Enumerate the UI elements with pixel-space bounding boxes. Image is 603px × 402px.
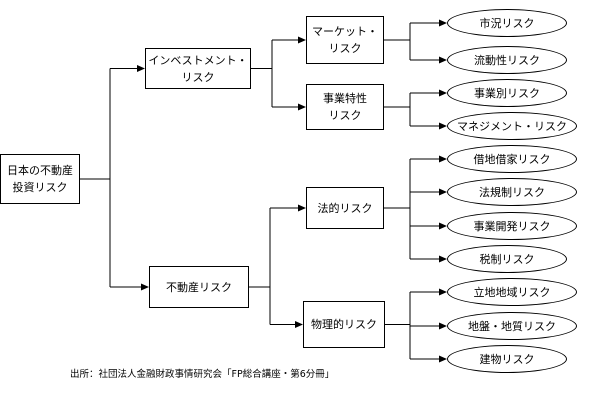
investment-risk-node: インベストメント・ リスク xyxy=(145,48,251,89)
leaf-label: 事業開発リスク xyxy=(473,220,551,233)
real-estate-risk-node: 不動産リスク xyxy=(149,266,249,308)
leaf-label: 地盤・地質リスク xyxy=(468,320,556,333)
leaf-label: 事業別リスク xyxy=(474,87,540,100)
regulation-risk-oval: 法規制リスク xyxy=(447,178,577,206)
investment-risk-label: インベストメント・ リスク xyxy=(148,53,248,84)
ground-geology-risk-oval: 地盤・地質リスク xyxy=(447,312,577,340)
management-risk-oval: マネジメント・リスク xyxy=(447,112,577,140)
leaf-label: マネジメント・リスク xyxy=(457,120,567,133)
real-estate-risk-label: 不動産リスク xyxy=(166,280,232,294)
physical-risk-label: 物理的リスク xyxy=(311,318,377,331)
leaf-label: 借地借家リスク xyxy=(473,153,551,166)
leaf-label: 税制リスク xyxy=(479,253,535,266)
physical-risk-node: 物理的リスク xyxy=(303,301,385,348)
market-risk-label: マーケット・ リスク xyxy=(312,25,378,55)
business-type-risk-oval: 事業別リスク xyxy=(447,79,567,107)
liquidity-risk-oval: 流動性リスク xyxy=(447,46,567,74)
market-condition-risk-oval: 市況リスク xyxy=(447,9,567,37)
leaf-label: 法規制リスク xyxy=(479,186,545,199)
leaf-label: 流動性リスク xyxy=(474,54,540,67)
leaf-label: 立地地域リスク xyxy=(473,286,551,299)
source-caption: 出所：社団法人金融財政事情研究会「FP総合講座・第6分冊」 xyxy=(70,369,335,380)
leaf-label: 建物リスク xyxy=(479,353,535,366)
market-risk-node: マーケット・ リスク xyxy=(306,16,384,64)
development-risk-oval: 事業開発リスク xyxy=(447,212,577,240)
legal-risk-node: 法的リスク xyxy=(306,187,384,229)
tax-risk-oval: 税制リスク xyxy=(447,245,567,273)
business-characteristic-risk-node: 事業特性 リスク xyxy=(306,84,384,130)
business-characteristic-risk-label: 事業特性 リスク xyxy=(323,92,367,122)
land-lease-risk-oval: 借地借家リスク xyxy=(447,145,577,173)
root-node-label: 日本の不動産 投資リスク xyxy=(7,164,73,194)
building-risk-oval: 建物リスク xyxy=(447,345,567,373)
root-node: 日本の不動産 投資リスク xyxy=(0,154,80,204)
legal-risk-label: 法的リスク xyxy=(317,201,373,215)
location-area-risk-oval: 立地地域リスク xyxy=(447,278,577,306)
leaf-label: 市況リスク xyxy=(479,17,535,30)
